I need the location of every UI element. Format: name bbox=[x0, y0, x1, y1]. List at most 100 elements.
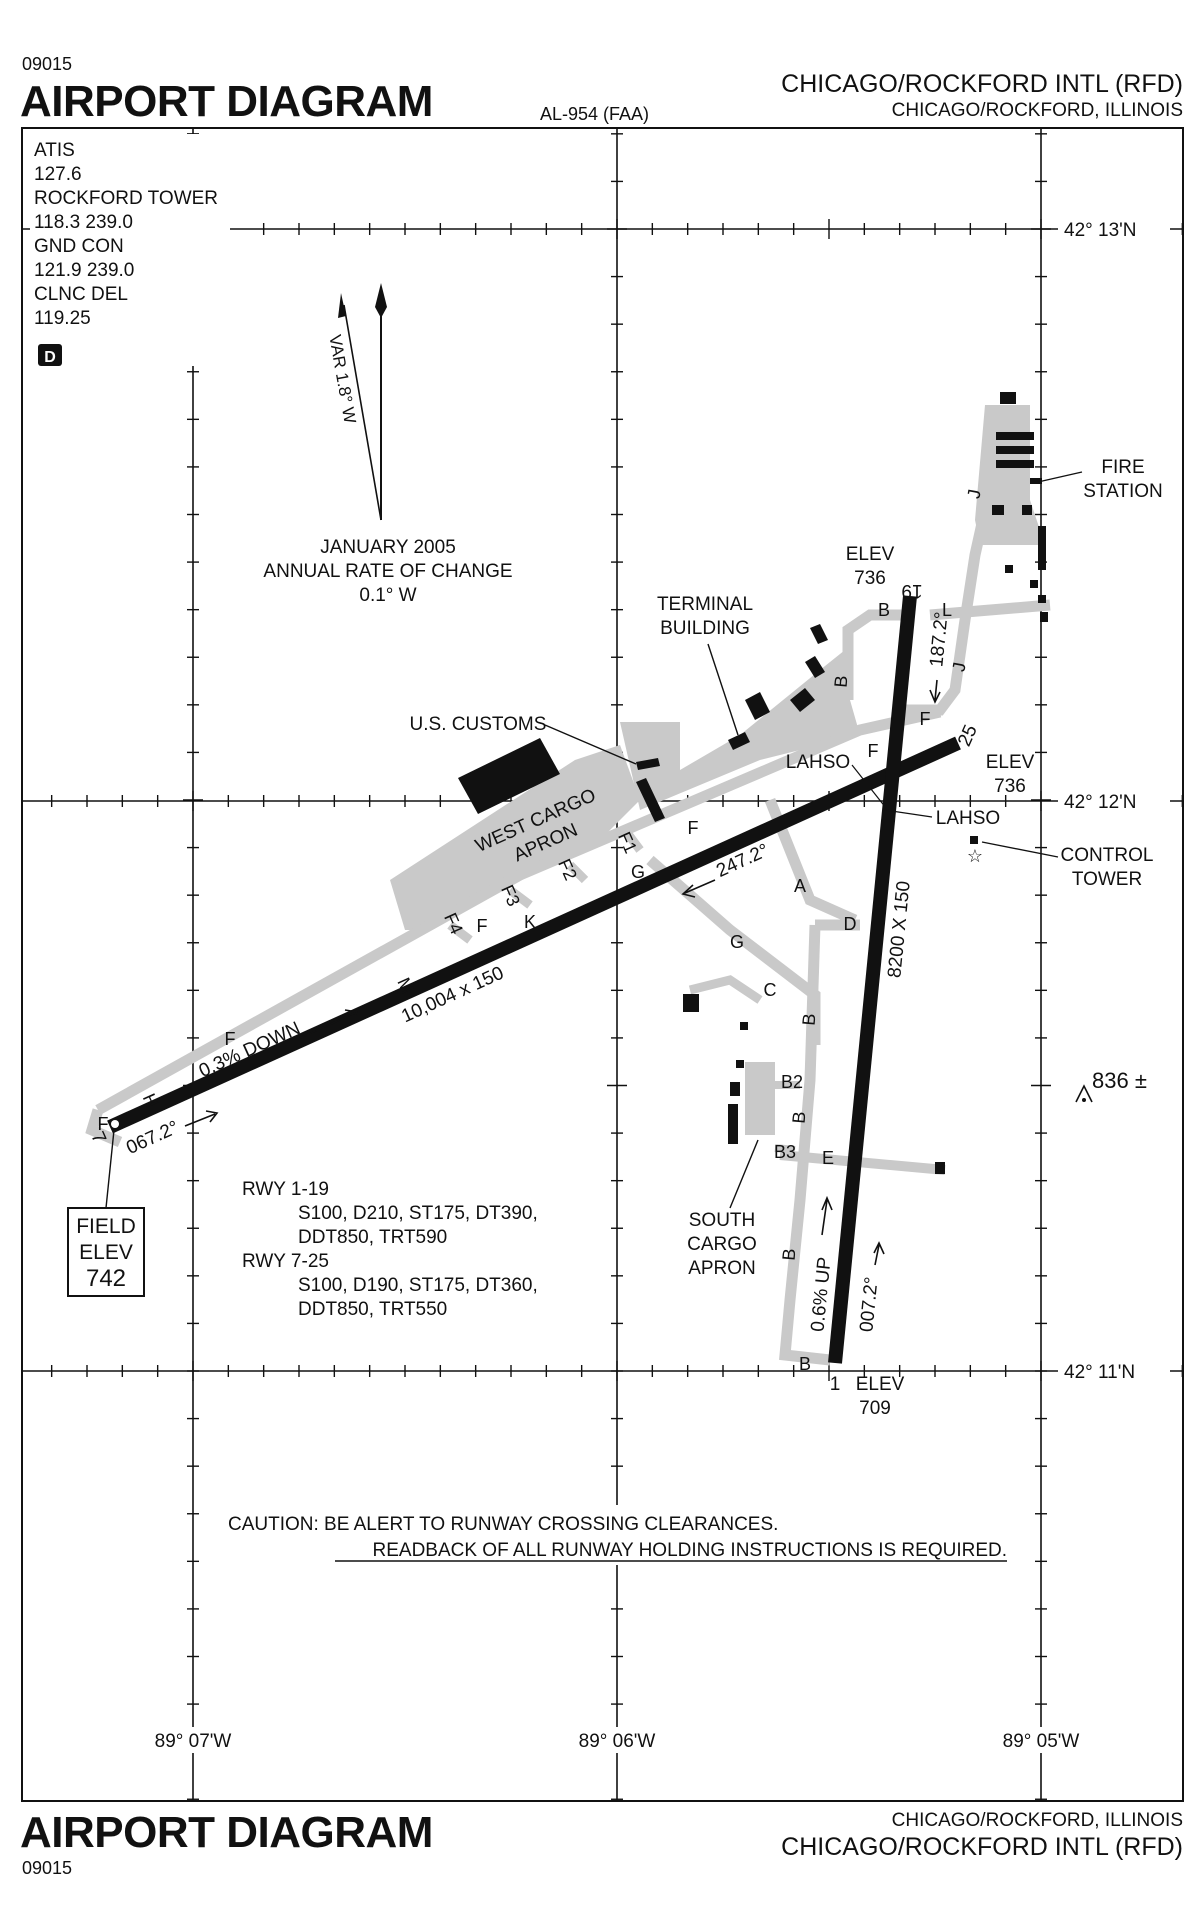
control-tower-leader bbox=[981, 841, 1059, 858]
rwy-1-19-slope: 0.6% UP bbox=[807, 1256, 835, 1333]
faa-procedure-id: AL-954 (FAA) bbox=[540, 104, 649, 124]
chart-frame bbox=[21, 127, 1184, 1802]
control-tower-star-icon: ☆ bbox=[967, 846, 983, 866]
taxiway-e bbox=[779, 1150, 946, 1175]
lat-label-bg-2 bbox=[1058, 788, 1170, 814]
taxiway-a bbox=[764, 797, 858, 926]
fire-station-leader bbox=[1037, 471, 1083, 483]
fire-station-label-line1: FIRE bbox=[1101, 457, 1144, 478]
twy-label-a: A bbox=[794, 876, 806, 896]
twy-label-b-3: B bbox=[779, 1248, 800, 1262]
obstacle-icon bbox=[1075, 1084, 1093, 1103]
twy-label-m: M bbox=[393, 975, 417, 997]
lahso-label-east: LAHSO bbox=[936, 808, 1000, 829]
fire-station-bldg-3 bbox=[996, 446, 1034, 454]
terminal-label-line1: TERMINAL bbox=[657, 594, 753, 615]
wb-rwy-7-25-label: RWY 7-25 bbox=[242, 1251, 329, 1272]
fire-station-bldg-8 bbox=[1038, 526, 1046, 570]
fire-station-bldg-12 bbox=[1040, 612, 1048, 622]
terminal-building-4 bbox=[805, 656, 825, 678]
twy-label-b-north-2: B bbox=[831, 675, 852, 689]
south-cargo-label-line3: APRON bbox=[688, 1258, 756, 1279]
twy-label-f-mid: F bbox=[477, 916, 488, 936]
twy-label-f-end: F bbox=[98, 1114, 109, 1134]
wb-rwy-7-25-line2: DDT850, TRT550 bbox=[298, 1299, 447, 1320]
west-cargo-apron bbox=[390, 745, 640, 930]
chart-number-bottom: 09015 bbox=[22, 1858, 72, 1878]
rwy-1-end-number: 1 bbox=[830, 1374, 841, 1395]
rwy-25-elev-value: 736 bbox=[994, 776, 1026, 797]
rwy-19-elev-label: ELEV bbox=[846, 544, 895, 565]
runway-7-25 bbox=[107, 736, 961, 1134]
rwy-25-elev-label: ELEV bbox=[986, 752, 1035, 773]
control-tower-marker-icon bbox=[970, 836, 978, 844]
us-customs-hangar bbox=[458, 738, 560, 814]
freq-line-4: 118.3 239.0 bbox=[34, 212, 133, 233]
south-cargo-apron bbox=[745, 1062, 775, 1135]
obstacle-elevation: 836 ± bbox=[1092, 1068, 1147, 1093]
wb-rwy-1-19-label: RWY 1-19 bbox=[242, 1179, 329, 1200]
frequency-box-bg bbox=[30, 134, 230, 366]
taxiway-h bbox=[85, 1108, 123, 1148]
taxiway-f1-f4 bbox=[447, 827, 644, 944]
south-cargo-bldg-3 bbox=[736, 1060, 744, 1068]
control-tower-label-line1: CONTROL bbox=[1061, 845, 1154, 866]
south-cargo-bldg-4 bbox=[730, 1082, 740, 1096]
lon-label-bg-1 bbox=[142, 1727, 246, 1753]
customs-leader bbox=[544, 724, 637, 765]
variation-date: JANUARY 2005 bbox=[320, 537, 456, 558]
lat-label-42-11: 42° 11'N bbox=[1064, 1362, 1135, 1383]
fire-station-bldg-4 bbox=[996, 460, 1034, 468]
lon-label-bg-2 bbox=[566, 1727, 670, 1753]
terminal-building-3 bbox=[790, 688, 815, 712]
twy-label-b-2: B bbox=[789, 1111, 810, 1125]
freq-line-8: 119.25 bbox=[34, 308, 91, 329]
freq-line-5: GND CON bbox=[34, 236, 124, 257]
lahso-leader-west bbox=[851, 764, 887, 809]
fire-station-label-line2: STATION bbox=[1083, 481, 1163, 502]
twy-label-b2: B2 bbox=[781, 1072, 803, 1092]
taxiway-f-east bbox=[900, 508, 991, 716]
rwy-1-19-slope-arrow-icon bbox=[821, 1195, 833, 1236]
fire-station-bldg-5 bbox=[1030, 478, 1042, 484]
terminal-building-1 bbox=[728, 732, 750, 750]
true-north-arrowhead-icon bbox=[375, 283, 387, 318]
twy-label-k: K bbox=[524, 912, 536, 932]
south-cargo-label-line1: SOUTH bbox=[689, 1210, 756, 1231]
taxiway-c bbox=[688, 975, 763, 1004]
frequency-list: ATIS 127.6 ROCKFORD TOWER 118.3 239.0 GN… bbox=[34, 140, 218, 329]
rwy-1-heading-arrow-icon bbox=[873, 1241, 885, 1266]
freq-line-6: 121.9 239.0 bbox=[34, 260, 134, 281]
twy-label-f-east: F bbox=[920, 709, 931, 729]
rwy-1-19-dimensions: 8200 X 150 bbox=[884, 880, 914, 979]
control-tower-label-line2: TOWER bbox=[1072, 869, 1142, 890]
freq-line-3: ROCKFORD TOWER bbox=[34, 188, 218, 209]
lat-label-bg-3 bbox=[1058, 1358, 1170, 1384]
lat-label-42-12: 42° 12'N bbox=[1064, 792, 1137, 813]
twy-label-g-west: G bbox=[631, 862, 645, 882]
twy-label-f-terminal: F bbox=[688, 818, 699, 838]
rwy-19-elev-value: 736 bbox=[854, 568, 886, 589]
fire-station-bldg-7 bbox=[1022, 505, 1032, 515]
rwy-25-heading-arrow-icon bbox=[681, 879, 716, 898]
obstacle-dot-icon bbox=[1082, 1098, 1086, 1102]
field-elev-label-line1: FIELD bbox=[76, 1215, 136, 1238]
fire-station-bldg-9 bbox=[1005, 565, 1013, 573]
variation-label: VAR 1.8° W bbox=[325, 333, 359, 425]
wb-rwy-1-19-line1: S100, D210, ST175, DT390, bbox=[298, 1203, 538, 1224]
freq-line-7: CLNC DEL bbox=[34, 284, 128, 305]
caution-line2: READBACK OF ALL RUNWAY HOLDING INSTRUCTI… bbox=[373, 1540, 1008, 1561]
field-elev-leader bbox=[105, 1129, 115, 1209]
lat-label-bg-1 bbox=[1058, 216, 1170, 242]
south-cargo-leader bbox=[729, 1139, 759, 1209]
terminal-apron bbox=[620, 650, 860, 810]
taxiway-b bbox=[779, 924, 831, 1366]
taxiway-e-end-bldg bbox=[935, 1162, 945, 1174]
twy-label-g: G bbox=[730, 932, 744, 952]
terminal-apron-strip bbox=[810, 660, 850, 735]
twy-label-d: D bbox=[844, 914, 857, 934]
twy-label-c: C bbox=[764, 980, 777, 1000]
caution-bg bbox=[220, 1505, 1020, 1565]
lahso-leader-east bbox=[884, 809, 933, 818]
rwy-19-end-number: 19 bbox=[901, 580, 922, 601]
